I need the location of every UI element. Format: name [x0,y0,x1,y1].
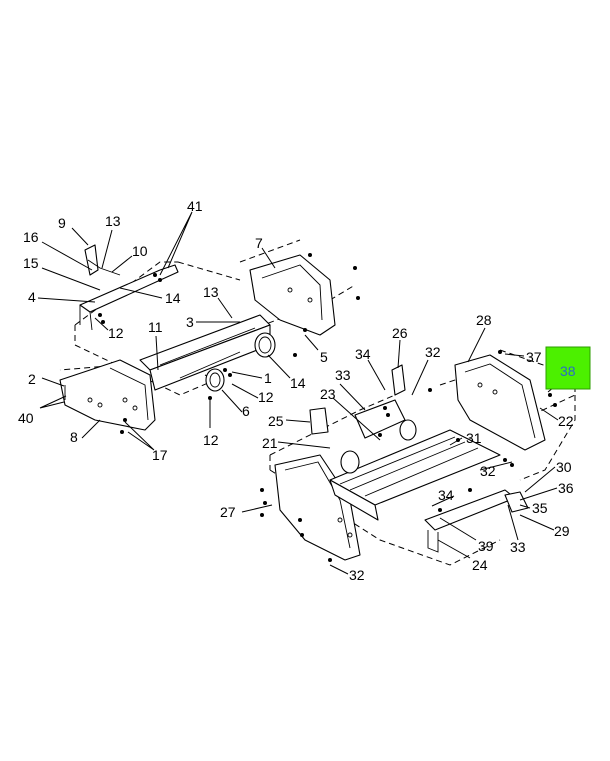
callout-36[interactable]: 36 [558,480,574,496]
callout-7[interactable]: 7 [255,235,263,251]
callout-26[interactable]: 26 [392,325,408,341]
callout-5[interactable]: 5 [320,349,328,365]
callout-40[interactable]: 40 [18,410,34,426]
callout-39[interactable]: 39 [478,538,494,554]
callout-23[interactable]: 23 [320,386,336,402]
callout-6[interactable]: 6 [242,403,250,419]
fasteners [98,253,557,562]
side-plate-28 [454,354,546,451]
floor-panel-23 [329,429,501,521]
callout-21[interactable]: 21 [262,435,278,451]
callout-15[interactable]: 15 [23,255,39,271]
callout-34[interactable]: 34 [438,487,454,503]
callout-9[interactable]: 9 [58,215,66,231]
callout-34[interactable]: 34 [355,346,371,362]
callout-37[interactable]: 37 [526,349,542,365]
callout-24[interactable]: 24 [472,557,488,573]
callout-32[interactable]: 32 [480,463,496,479]
callout-13[interactable]: 13 [203,284,219,300]
leader-lines [37,211,561,575]
callout-labels: 9 13 41 16 10 7 15 4 14 13 3 12 11 5 26 … [18,198,576,583]
callout-13[interactable]: 13 [105,213,121,229]
bracket-29 [504,491,529,513]
callout-22[interactable]: 22 [558,413,574,429]
bracket-26 [391,364,406,396]
callout-33[interactable]: 33 [335,367,351,383]
callout-14[interactable]: 14 [165,290,181,306]
callout-12[interactable]: 12 [258,389,274,405]
callout-41[interactable]: 41 [187,198,203,214]
callout-29[interactable]: 29 [554,523,570,539]
callout-31[interactable]: 31 [466,430,482,446]
callout-4[interactable]: 4 [28,289,36,305]
callout-33[interactable]: 33 [510,539,526,555]
callout-25[interactable]: 25 [268,413,284,429]
ring-6 [205,368,225,392]
callout-10[interactable]: 10 [132,243,148,259]
callout-3[interactable]: 3 [186,314,194,330]
highlight-box-38[interactable] [545,346,591,390]
callout-1[interactable]: 1 [264,370,272,386]
callout-17[interactable]: 17 [152,447,168,463]
left-side-plate-2 [59,359,156,431]
callout-12[interactable]: 12 [203,432,219,448]
callout-12[interactable]: 12 [108,325,124,341]
callout-35[interactable]: 35 [532,500,548,516]
callout-14[interactable]: 14 [290,375,306,391]
callout-28[interactable]: 28 [476,312,492,328]
callout-38[interactable]: 38 [560,363,576,379]
bracket-7 [249,254,336,336]
callout-30[interactable]: 30 [556,459,572,475]
clip-25 [309,407,329,435]
callout-8[interactable]: 8 [70,429,78,445]
callout-11[interactable]: 11 [148,319,163,335]
side-plate-21 [274,454,361,561]
rail-4 [79,264,179,331]
callout-32[interactable]: 32 [425,344,441,360]
callout-16[interactable]: 16 [23,229,39,245]
callout-32[interactable]: 32 [349,567,365,583]
lever-16 [84,244,121,276]
callout-27[interactable]: 27 [220,504,236,520]
ring-14 [254,332,276,358]
crossmember-3 [139,314,271,391]
callout-2[interactable]: 2 [28,371,36,387]
